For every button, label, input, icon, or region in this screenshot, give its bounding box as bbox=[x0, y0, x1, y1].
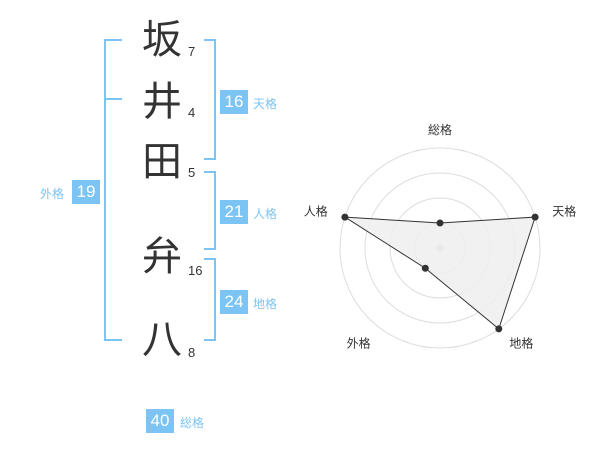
radar-point-4 bbox=[421, 264, 429, 272]
radar-point-2 bbox=[531, 213, 539, 221]
tenkaku-label: 天格 bbox=[253, 97, 278, 111]
stroke-count-2: 4 bbox=[188, 105, 196, 120]
radar-point-3 bbox=[495, 325, 503, 333]
soukaku-value: 40 bbox=[146, 409, 174, 433]
radar-point-1 bbox=[436, 219, 444, 227]
name-char-5: 八 bbox=[142, 317, 182, 363]
gaikaku-label: 外格 bbox=[40, 187, 65, 201]
name-char-4: 弁 bbox=[142, 234, 182, 280]
soukaku-label: 総格 bbox=[180, 416, 205, 430]
radar-series-polygon bbox=[344, 216, 536, 330]
radar-axis-label: 外格 bbox=[347, 335, 371, 350]
radar-axis-label: 天格 bbox=[552, 204, 576, 219]
chikaku-value: 24 bbox=[220, 290, 248, 314]
name-char-1: 坂 bbox=[142, 17, 182, 63]
chikaku-bracket bbox=[204, 258, 216, 341]
tenkaku-bracket bbox=[204, 39, 216, 160]
gaikaku-bracket-tick bbox=[104, 98, 122, 100]
stroke-count-1: 7 bbox=[188, 44, 196, 59]
name-char-3: 田 bbox=[142, 139, 182, 185]
radar-point-5 bbox=[341, 213, 349, 221]
stroke-count-5: 8 bbox=[188, 345, 196, 360]
name-char-2: 井 bbox=[142, 79, 182, 125]
radar-axis-label: 地格 bbox=[509, 335, 533, 350]
radar-axis-label: 総格 bbox=[428, 122, 452, 137]
radar-grid-ring bbox=[339, 147, 541, 349]
stroke-count-3: 5 bbox=[188, 165, 196, 180]
stroke-count-4: 16 bbox=[188, 263, 203, 278]
jinkaku-value: 21 bbox=[220, 200, 248, 224]
gaikaku-value: 19 bbox=[72, 180, 100, 204]
radar-axis-label: 人格 bbox=[304, 204, 328, 219]
jinkaku-bracket bbox=[204, 171, 216, 250]
gaikaku-bracket bbox=[104, 39, 122, 341]
jinkaku-label: 人格 bbox=[253, 207, 278, 221]
tenkaku-value: 16 bbox=[220, 90, 248, 114]
chikaku-label: 地格 bbox=[253, 297, 278, 311]
